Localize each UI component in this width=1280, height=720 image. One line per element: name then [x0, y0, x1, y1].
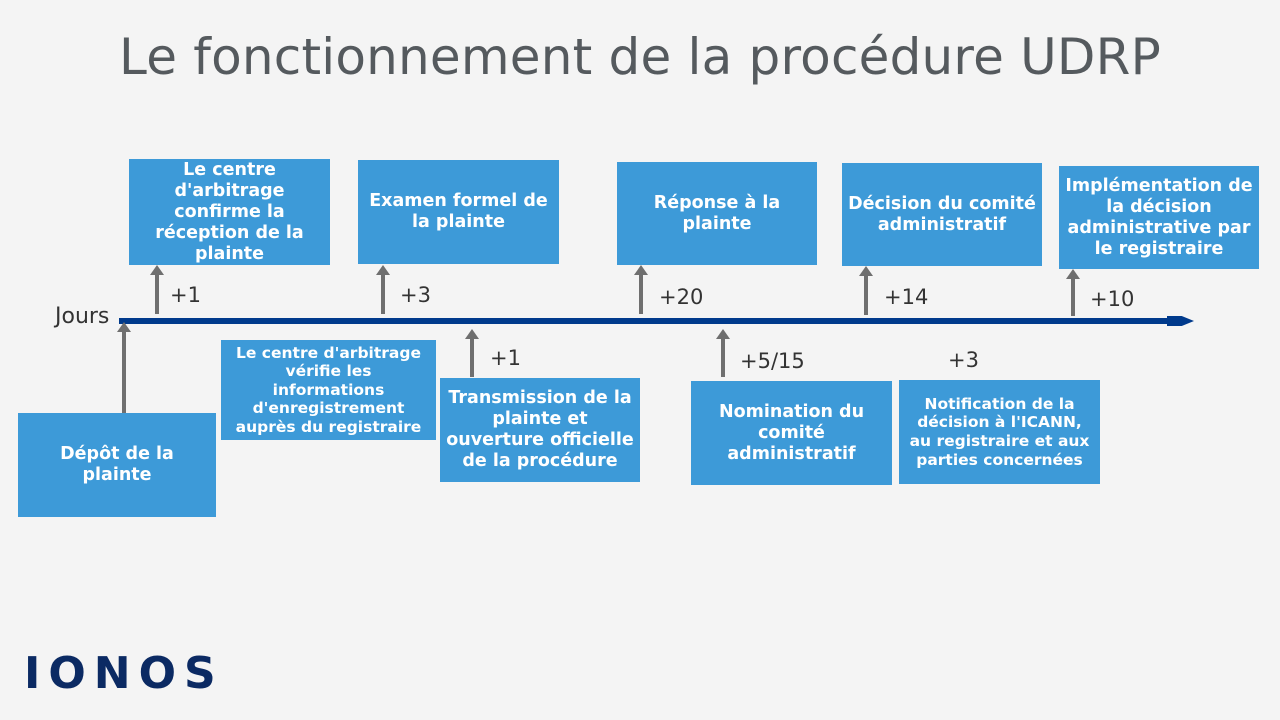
step-label: Examen formel de la plainte — [369, 191, 548, 232]
arrow-up-icon — [859, 266, 873, 315]
step-label: Réponse à la plainte — [653, 192, 781, 234]
timeline-axis — [119, 316, 1194, 326]
step-box-depot: Dépôt de la plainte — [18, 413, 216, 517]
step-label: Décision du comité administratif — [848, 193, 1036, 235]
step-box-decision: Décision du comité administratif — [842, 163, 1042, 266]
step-label: Notification de la décision à l'ICANN, a… — [909, 394, 1090, 469]
step-label: Nomination du comité administratif — [718, 401, 865, 464]
ionos-logo: IONOS — [24, 648, 224, 699]
arrow-up-icon — [1066, 269, 1080, 316]
page-title: Le fonctionnement de la procédure UDRP — [119, 28, 1161, 86]
delay-label: +1 — [490, 346, 521, 370]
step-box-notification: Notification de la décision à l'ICANN, a… — [899, 380, 1100, 484]
step-box-verification: Le centre d'arbitrage vérifie les inform… — [221, 340, 436, 440]
axis-label: Jours — [55, 304, 110, 329]
step-box-confirmation: Le centre d'arbitrage confirme la récept… — [129, 159, 330, 265]
arrow-up-icon — [376, 265, 390, 314]
delay-label: +3 — [948, 348, 979, 372]
delay-label: +14 — [884, 285, 929, 309]
step-box-implementation: Implémentation de la décision administra… — [1059, 166, 1259, 269]
step-label: Le centre d'arbitrage confirme la récept… — [155, 159, 304, 264]
arrow-up-icon — [150, 265, 164, 314]
step-box-nomination: Nomination du comité administratif — [691, 381, 892, 485]
step-label: Le centre d'arbitrage vérifie les inform… — [235, 343, 422, 436]
step-box-reponse: Réponse à la plainte — [617, 162, 817, 265]
delay-label: +10 — [1090, 287, 1135, 311]
step-box-examen: Examen formel de la plainte — [358, 160, 559, 264]
delay-label: +1 — [170, 283, 201, 307]
delay-label: +20 — [659, 285, 704, 309]
delay-label: +5/15 — [740, 349, 805, 373]
arrow-up-icon — [465, 329, 479, 377]
arrow-up-icon — [117, 322, 131, 413]
arrow-up-icon — [716, 329, 730, 377]
step-box-transmission: Transmission de la plainte et ouverture … — [440, 378, 640, 482]
step-label: Transmission de la plainte et ouverture … — [446, 388, 634, 471]
step-label: Implémentation de la décision administra… — [1065, 175, 1253, 259]
step-label: Dépôt de la plainte — [60, 444, 174, 485]
delay-label: +3 — [400, 283, 431, 307]
arrow-up-icon — [634, 265, 648, 314]
